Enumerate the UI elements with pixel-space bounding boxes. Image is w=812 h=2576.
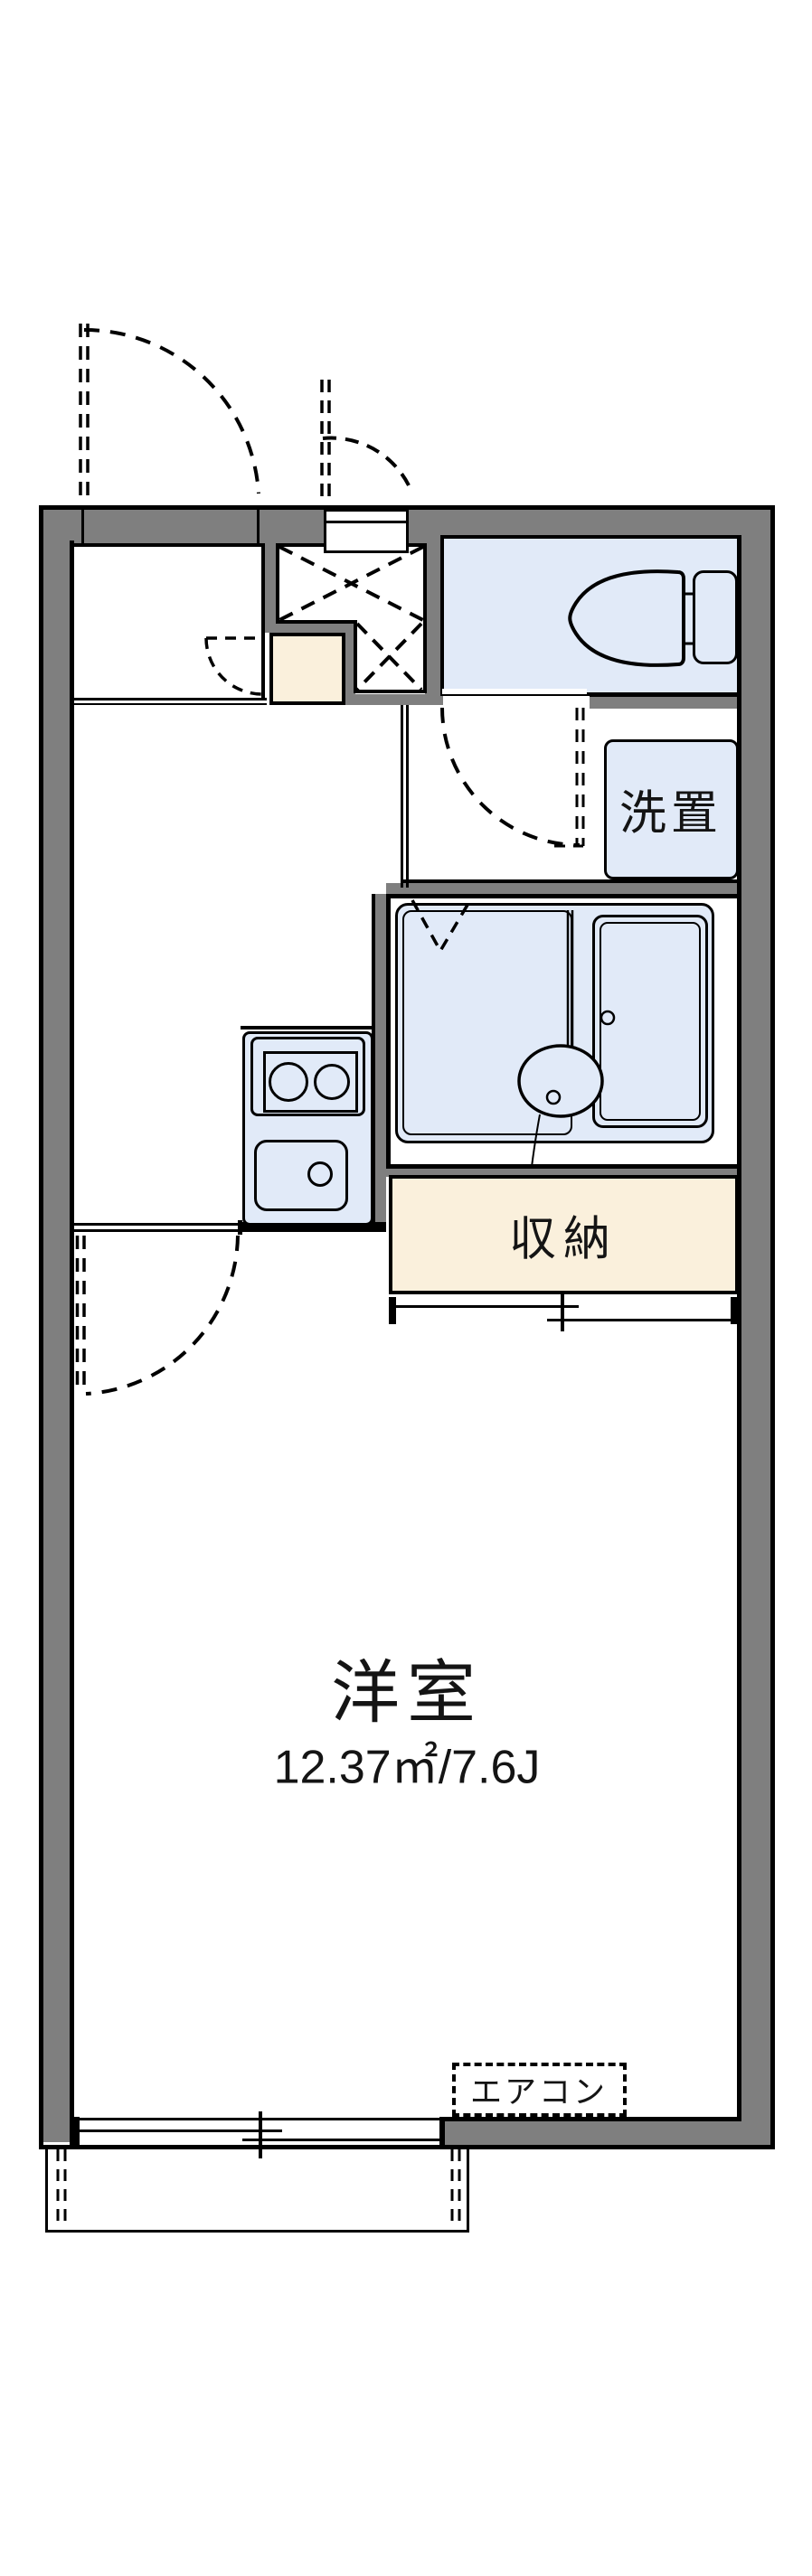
main-room-area-label: 12.37㎡/7.6J xyxy=(273,1741,541,1794)
bathtub-inner xyxy=(600,922,701,1121)
toilet-bowl xyxy=(568,569,685,667)
storage-label: 収納 xyxy=(508,1213,618,1266)
toilet-door-swing xyxy=(440,707,585,848)
outline-bottom xyxy=(39,2145,775,2149)
closet-slide-jamb-right xyxy=(731,1297,741,1324)
sink-drain xyxy=(307,1161,333,1187)
stove-burner-left xyxy=(269,1062,308,1102)
kitchen-unit xyxy=(242,1031,373,1226)
bath-unit xyxy=(395,903,714,1143)
kitchen-sink xyxy=(254,1140,348,1211)
wall-kitchen-bath-divider xyxy=(375,894,386,1232)
entrance-door-frame-line xyxy=(326,521,407,523)
inner-edge-right xyxy=(737,535,741,2121)
genkan-cross-upper xyxy=(279,545,424,622)
washroom-bottom-line xyxy=(401,879,740,883)
window-panel-left xyxy=(80,2129,282,2132)
wall-toilet-bottom xyxy=(590,697,741,709)
genkan-door-swing xyxy=(320,380,411,503)
toilet-door-gap xyxy=(442,689,587,694)
closet-slide-tick xyxy=(561,1291,564,1331)
stove-top xyxy=(250,1037,365,1116)
window-jamb-right xyxy=(439,2117,445,2149)
kitchen-counter-edge xyxy=(241,1026,375,1029)
main-room-label: 洋室 xyxy=(331,1655,483,1732)
mainroom-doorway-line1 xyxy=(74,1223,238,1226)
balcony-side-left xyxy=(45,2147,48,2233)
hall-boundary-line1 xyxy=(74,698,267,700)
wall-left xyxy=(43,510,70,2142)
mainroom-door-jamb xyxy=(238,1220,242,1235)
entrance-door-swing xyxy=(79,324,260,503)
wall-bath-top xyxy=(386,883,741,894)
stove-panel xyxy=(263,1051,358,1113)
stove-burner-right xyxy=(314,1064,350,1100)
laundry-label: 洗置 xyxy=(618,787,723,841)
genkan-cross-lower xyxy=(355,622,423,691)
wall-closet-top xyxy=(386,1169,741,1177)
hall-door-swing xyxy=(204,636,263,696)
outline-top xyxy=(39,505,775,510)
toilet-threshold xyxy=(442,694,587,696)
washroom-partition-line2 xyxy=(406,705,409,888)
aircon-label: エアコン xyxy=(469,2074,609,2111)
bath-door-mark xyxy=(411,899,472,954)
closet-slide-line1 xyxy=(396,1305,579,1308)
balcony-bottom-edge xyxy=(45,2230,469,2233)
entry-jamb-right xyxy=(257,510,260,543)
wall-genkan-toilet-divider xyxy=(425,535,443,705)
closet-slide-jamb-left xyxy=(389,1297,396,1324)
closet-slide-line2 xyxy=(547,1319,731,1321)
hall-boundary-line2 xyxy=(74,702,267,705)
outline-right xyxy=(770,505,775,2149)
window-center-tick xyxy=(259,2111,262,2158)
bathtub-outer xyxy=(592,915,708,1128)
wall-genkan-step-side xyxy=(345,633,355,705)
genkan-floor xyxy=(276,543,427,693)
laundry-space-box xyxy=(604,739,739,879)
mainroom-doorway-line2 xyxy=(74,1229,238,1232)
hall-room xyxy=(74,543,265,698)
window-jamb-left xyxy=(70,2117,80,2149)
wall-right xyxy=(741,510,770,2145)
wall-genkan-bottom xyxy=(348,694,443,705)
bottom-wall-top-edge xyxy=(445,2117,741,2121)
toilet-tank-connectors xyxy=(684,592,693,645)
bath-basin xyxy=(517,910,604,1168)
kitchen-divider-edge xyxy=(372,894,375,1232)
outline-left xyxy=(39,505,43,2149)
balcony-rails xyxy=(56,2149,461,2229)
bathtub-drain xyxy=(600,1010,616,1026)
mainroom-door-swing xyxy=(75,1235,240,1396)
aircon-box xyxy=(452,2063,627,2117)
entry-jamb-left xyxy=(81,510,84,543)
inner-edge-left xyxy=(70,541,74,2120)
kitchen-bottom-wall xyxy=(241,1222,386,1232)
entrance-door-frame xyxy=(324,509,409,553)
balcony-side-right xyxy=(467,2147,469,2233)
window-panel-right xyxy=(242,2139,439,2141)
wall-bottom-right xyxy=(445,2121,741,2145)
toilet-tank xyxy=(693,570,738,664)
washroom-partition-line1 xyxy=(401,705,403,888)
genkan-step-box xyxy=(269,633,345,705)
